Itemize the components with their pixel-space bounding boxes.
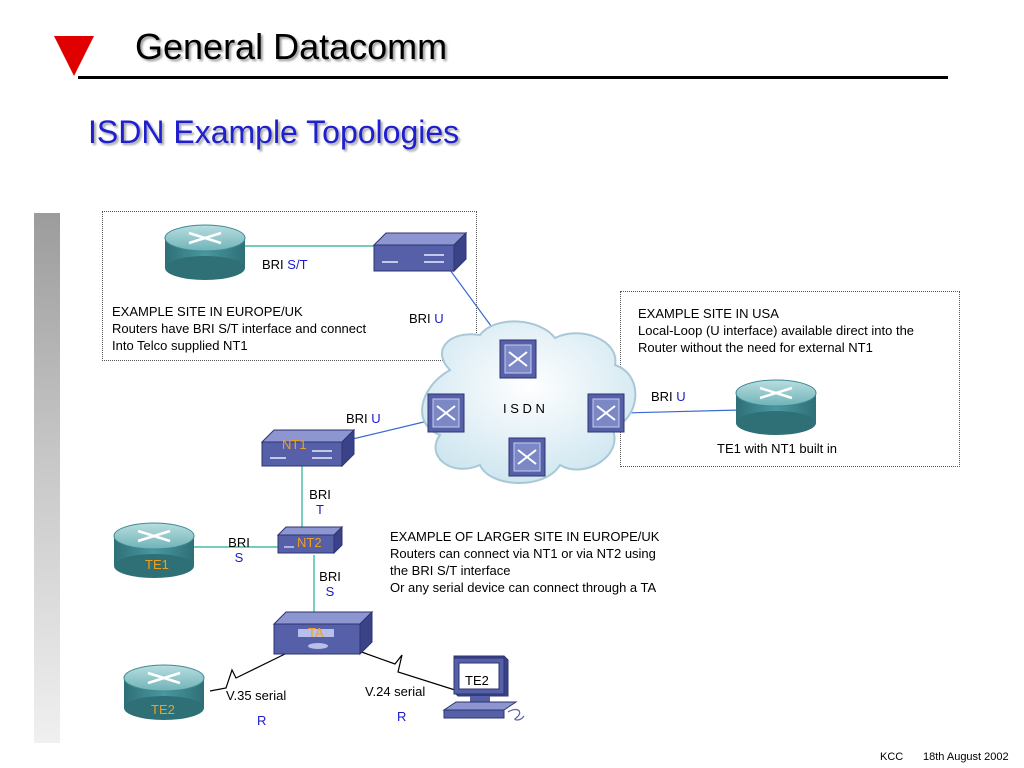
label-bri-t-word: BRI: [309, 487, 331, 502]
isdn-label: I S D N: [503, 401, 545, 416]
europe-site-line-3: Into Telco supplied NT1: [112, 338, 248, 353]
larger-site-line-2: Routers can connect via NT1 or via NT2 u…: [390, 546, 656, 561]
label-bri-s-left-iface: S: [234, 550, 244, 565]
label-nt1-bri-u: BRI U: [346, 411, 381, 426]
nt1-label: NT1: [282, 437, 307, 452]
label-europe-bri-u-iface: U: [434, 311, 444, 326]
label-bri-t-iface: T: [316, 502, 324, 517]
router-te1-icon: [113, 522, 195, 578]
label-bri-st-word: BRI: [262, 257, 284, 272]
v24-r-label: R: [397, 709, 407, 724]
usa-site-description: EXAMPLE SITE IN USA Local-Loop (U interf…: [638, 305, 914, 356]
te2-pc-label: TE2: [465, 673, 489, 688]
label-bri-st-iface: S/T: [287, 257, 308, 272]
usa-site-line-1: EXAMPLE SITE IN USA: [638, 306, 779, 321]
router-europe-icon: [164, 224, 246, 280]
link-ta-te2-pc: [355, 649, 456, 691]
label-bri-s-down-word: BRI: [319, 569, 341, 584]
larger-site-line-1: EXAMPLE OF LARGER SITE IN EUROPE/UK: [390, 529, 660, 544]
ta-label: TA: [308, 625, 324, 640]
footer-left: KCC: [880, 751, 904, 763]
europe-site-line-2: Routers have BRI S/T interface and conne…: [112, 321, 367, 336]
label-bri-t: BRI T: [308, 487, 332, 517]
europe-site-line-1: EXAMPLE SITE IN EUROPE/UK: [112, 304, 303, 319]
te2-router-label: TE2: [151, 702, 175, 717]
nt1-europe-icon: [372, 231, 468, 273]
te2-pc-icon: [442, 655, 525, 721]
isdn-switch-top: [499, 339, 537, 379]
label-bri-s-left-word: BRI: [228, 535, 250, 550]
europe-site-box: [102, 211, 477, 361]
links: [192, 245, 741, 692]
slide-title: General Datacomm: [135, 26, 448, 67]
label-usa-bri-u-word: BRI: [651, 389, 673, 404]
larger-site-line-3: the BRI S/T interface: [390, 563, 511, 578]
title-underline: [78, 76, 948, 79]
usa-router-caption: TE1 with NT1 built in: [717, 441, 837, 456]
larger-site-description: EXAMPLE OF LARGER SITE IN EUROPE/UK Rout…: [390, 528, 659, 596]
label-bri-st: BRI S/T: [262, 257, 308, 272]
title-marker-icon: [54, 36, 94, 76]
isdn-switch-bottom: [508, 437, 546, 477]
label-nt1-bri-u-word: BRI: [346, 411, 368, 426]
link-ta-te2-router: [209, 652, 288, 692]
europe-site-description: EXAMPLE SITE IN EUROPE/UK Routers have B…: [112, 303, 366, 354]
v35-serial-label: V.35 serial: [226, 688, 287, 703]
v24-serial-label: V.24 serial: [365, 684, 426, 699]
label-usa-bri-u-iface: U: [676, 389, 686, 404]
link-usa-router-isdn: [622, 409, 741, 414]
router-te2-icon: [123, 664, 205, 720]
link-nt1-isdn: [339, 419, 433, 443]
sidebar-bar: [34, 213, 60, 743]
slide-subtitle: ISDN Example Topologies: [88, 114, 460, 150]
isdn-switch-left: [427, 393, 465, 433]
nt2-icon: [276, 525, 344, 555]
isdn-switch-right: [587, 393, 625, 433]
label-bri-s-down: BRI S: [318, 569, 342, 599]
label-europe-bri-u: BRI U: [409, 311, 444, 326]
label-bri-s-down-iface: S: [325, 584, 335, 599]
footer-right: 18th August 2002: [923, 751, 1009, 763]
label-nt1-bri-u-iface: U: [371, 411, 381, 426]
label-usa-bri-u: BRI U: [651, 389, 686, 404]
ta-icon: [272, 610, 374, 656]
te1-label: TE1: [145, 557, 169, 572]
usa-site-line-2: Local-Loop (U interface) available direc…: [638, 323, 915, 338]
label-europe-bri-u-word: BRI: [409, 311, 431, 326]
larger-site-line-4: Or any serial device can connect through…: [390, 580, 657, 595]
nt2-label: NT2: [297, 535, 322, 550]
usa-site-line-3: Router without the need for external NT1: [638, 340, 873, 355]
label-bri-s-left: BRI S: [227, 535, 251, 565]
v35-r-label: R: [257, 713, 267, 728]
nt1-icon: [260, 428, 356, 468]
router-usa-icon: [735, 379, 817, 435]
